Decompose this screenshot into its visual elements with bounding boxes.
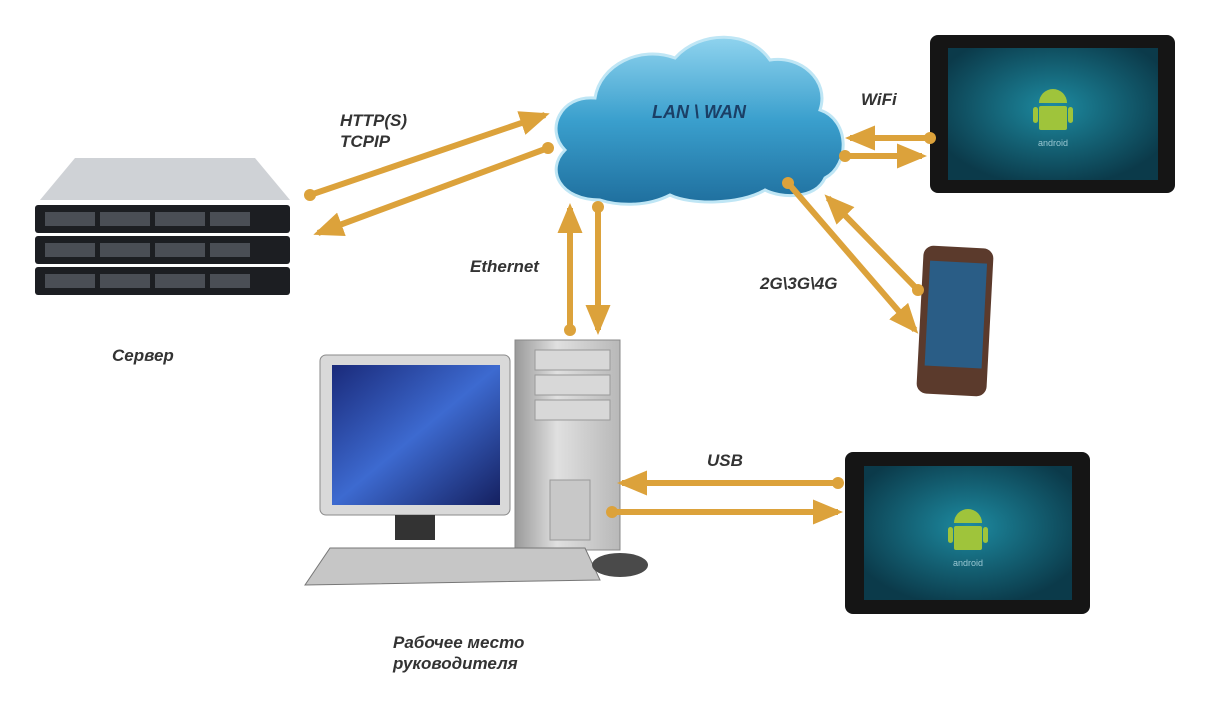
arrow-pc-to-cloud <box>557 203 583 336</box>
node-label-pc-line2: руководителя <box>393 654 518 673</box>
cloud-label: LAN \ WAN <box>652 102 746 122</box>
link-label-server-line2: TCPIP <box>340 132 391 151</box>
android-robot-icon <box>948 509 988 550</box>
arrow-cloud-to-phone <box>782 177 919 334</box>
link-label-server-line1: HTTP(S) <box>340 111 408 130</box>
node-label-pc-line1: Рабочее место <box>393 633 525 652</box>
link-label-ethernet: Ethernet <box>470 257 539 276</box>
node-label-pc: Рабочее место руководителя <box>393 632 524 674</box>
arrow-phone-to-cloud <box>824 194 924 296</box>
link-label-server: HTTP(S) TCPIP <box>340 110 407 152</box>
cloud-icon <box>554 35 845 206</box>
node-label-server: Сервер <box>112 346 174 365</box>
arrow-pc-to-tablet <box>606 499 843 525</box>
arrow-cloud-to-tablet <box>839 143 927 169</box>
android-label: android <box>1038 138 1068 148</box>
arrow-cloud-to-pc <box>585 201 611 335</box>
link-label-usb: USB <box>707 451 743 470</box>
arrow-tablet-to-cloud <box>845 125 936 151</box>
smartphone-icon <box>916 245 994 397</box>
android-robot-icon <box>1033 89 1073 130</box>
link-label-wifi: WiFi <box>861 90 897 109</box>
arrow-tablet-to-pc <box>617 470 844 496</box>
server-rack-icon <box>35 158 290 295</box>
link-label-mobile: 2G\3G\4G <box>760 274 838 293</box>
android-label: android <box>953 558 983 568</box>
arrow-cloud-to-server <box>313 142 554 237</box>
arrow-server-to-cloud <box>304 111 550 201</box>
desktop-pc-icon <box>304 339 648 586</box>
